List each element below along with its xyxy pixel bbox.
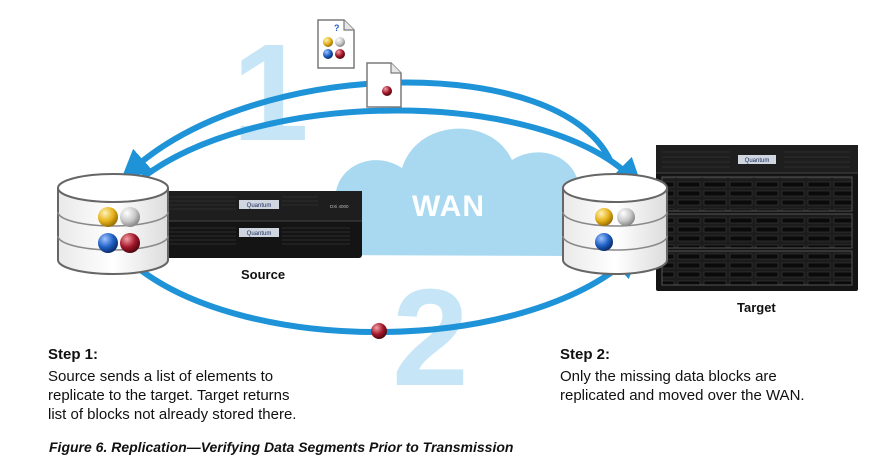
step-2-description: Step 2: Only the missing data blocks are… [560, 345, 860, 405]
source-database-icon [57, 173, 169, 275]
missing-block-doc-icon [366, 62, 402, 108]
step-2-title: Step 2: [560, 346, 611, 363]
step-2-line: replicated and moved over the WAN. [560, 387, 805, 404]
transit-block-red [371, 323, 387, 339]
figure-caption: Figure 6. Replication—Verifying Data Seg… [49, 439, 514, 455]
target-label: Target [737, 300, 776, 315]
source-appliance: Quantum Quantum DXi 4000 [150, 191, 362, 258]
step-2-line: Only the missing data blocks are [560, 368, 777, 385]
step-1-line: replicate to the target. Target returns [48, 387, 290, 404]
wan-cloud [308, 128, 604, 256]
svg-text:DXi 4000: DXi 4000 [330, 204, 349, 209]
step-1-line: Source sends a list of elements to [48, 368, 274, 385]
element-list-doc-icon: ? [317, 19, 355, 69]
step-1-title: Step 1: [48, 346, 99, 363]
wan-label: WAN [412, 190, 485, 223]
step1-arrow-to-target [140, 107, 643, 189]
svg-text:Quantum: Quantum [745, 158, 770, 164]
svg-text:Quantum: Quantum [247, 203, 272, 209]
step-1-line: list of blocks not already stored there. [48, 406, 297, 423]
step2-arrow-to-target [136, 248, 642, 335]
step-number-2: 2 [392, 261, 469, 415]
source-label: Source [241, 267, 286, 282]
target-appliance: Quantum [656, 145, 858, 291]
step-1-description: Step 1: Source sends a list of elements … [48, 345, 348, 424]
svg-text:?: ? [334, 23, 340, 33]
svg-text:Quantum: Quantum [247, 231, 272, 237]
target-database-icon [562, 173, 668, 275]
